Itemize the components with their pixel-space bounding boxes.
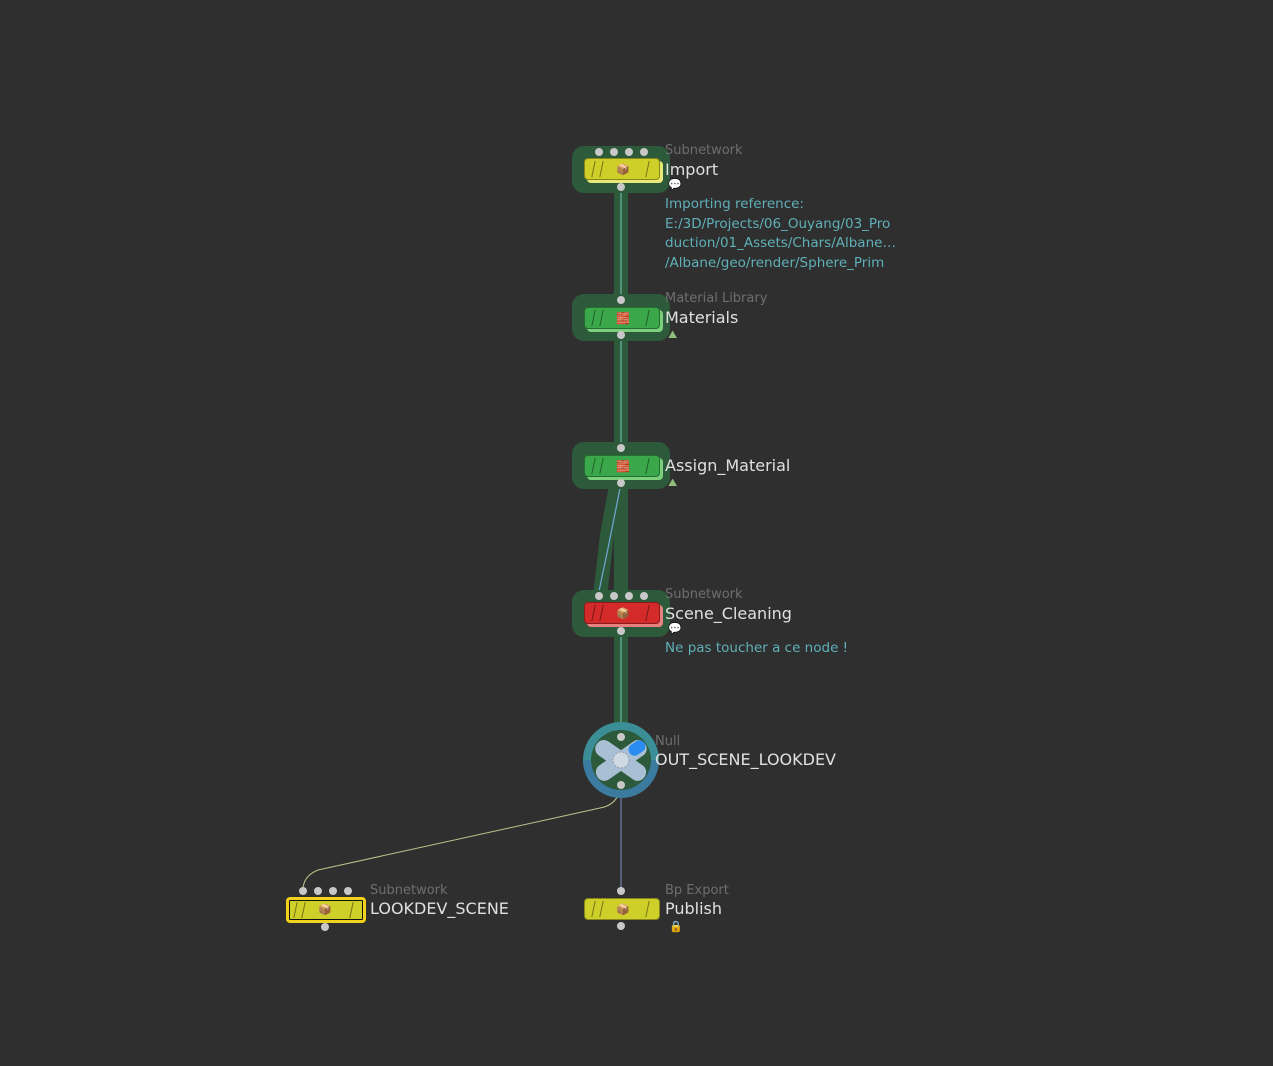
subnet-box-icon: 📦 xyxy=(318,903,332,916)
output-connector[interactable] xyxy=(617,627,625,635)
node-scene-cleaning[interactable]: 📦 xyxy=(584,602,660,624)
node-import[interactable]: 📦 xyxy=(584,158,660,180)
node-type-label: Material Library xyxy=(665,291,768,306)
output-connector[interactable] xyxy=(617,922,625,930)
input-connector[interactable] xyxy=(640,148,648,156)
node-comment: Importing reference: E:/3D/Projects/06_O… xyxy=(665,195,896,273)
comment-line: Ne pas toucher a ce node ! xyxy=(665,640,849,656)
material-flag-icon: ⛰ xyxy=(668,328,678,341)
input-connector[interactable] xyxy=(344,887,352,895)
comment-bubble-icon[interactable]: 💬 xyxy=(668,622,682,635)
output-connector[interactable] xyxy=(617,781,625,789)
node-name-label[interactable]: OUT_SCENE_LOOKDEV xyxy=(655,750,836,769)
input-connector[interactable] xyxy=(610,592,618,600)
node-type-label: Subnetwork xyxy=(665,587,743,602)
output-connector[interactable] xyxy=(617,183,625,191)
comment-bubble-icon[interactable]: 💬 xyxy=(668,178,682,191)
input-connector[interactable] xyxy=(617,296,625,304)
assign-material-icon: 🧱 xyxy=(616,460,630,473)
subnet-box-icon: 📦 xyxy=(616,163,630,176)
input-connector[interactable] xyxy=(625,148,633,156)
node-publish[interactable]: 📦 xyxy=(584,898,660,920)
node-type-label: Bp Export xyxy=(665,883,729,898)
node-name-label[interactable]: LOOKDEV_SCENE xyxy=(370,899,509,918)
comment-line: /Albane/geo/render/Sphere_Prim xyxy=(665,254,885,271)
input-connector[interactable] xyxy=(299,887,307,895)
input-connector[interactable] xyxy=(625,592,633,600)
input-connector[interactable] xyxy=(610,148,618,156)
node-lookdev-scene[interactable]: 📦 xyxy=(286,897,366,923)
node-name-label[interactable]: Assign_Material xyxy=(665,456,791,475)
node-comment: Ne pas toucher a ce node ! xyxy=(665,639,848,659)
input-connector[interactable] xyxy=(595,592,603,600)
material-flag-icon: ⛰ xyxy=(668,476,678,489)
subnet-box-icon: 📦 xyxy=(616,903,630,916)
node-name-label[interactable]: Scene_Cleaning xyxy=(665,604,792,623)
subnet-box-icon: 📦 xyxy=(616,607,630,620)
input-connector[interactable] xyxy=(617,733,625,741)
output-connector[interactable] xyxy=(617,331,625,339)
node-name-label[interactable]: Import xyxy=(665,160,719,179)
input-connector[interactable] xyxy=(617,887,625,895)
node-type-label: Null xyxy=(655,734,681,749)
comment-line: duction/01_Assets/Chars/Albane… xyxy=(665,235,896,251)
node-assign-material[interactable]: 🧱 xyxy=(584,455,660,477)
input-connector[interactable] xyxy=(617,444,625,452)
node-materials[interactable]: 🧱 xyxy=(584,307,660,329)
input-connector[interactable] xyxy=(595,148,603,156)
node-type-label: Subnetwork xyxy=(370,883,448,898)
null-node-icon[interactable] xyxy=(592,737,650,784)
node-type-label: Subnetwork xyxy=(665,143,743,158)
comment-line: Importing reference: xyxy=(665,196,804,212)
node-name-label[interactable]: Materials xyxy=(665,308,739,327)
comment-line: E:/3D/Projects/06_Ouyang/03_Pro xyxy=(665,215,891,232)
input-connector[interactable] xyxy=(314,887,322,895)
input-connector[interactable] xyxy=(329,887,337,895)
output-connector[interactable] xyxy=(321,923,329,931)
material-library-icon: 🧱 xyxy=(616,312,630,325)
node-name-label[interactable]: Publish xyxy=(665,899,723,918)
output-connector[interactable] xyxy=(617,479,625,487)
input-connector[interactable] xyxy=(640,592,648,600)
lock-icon[interactable]: 🔒 xyxy=(669,920,683,933)
wire-null-lookdev[interactable] xyxy=(302,785,622,891)
wire-assign-cleaning[interactable] xyxy=(597,482,622,597)
